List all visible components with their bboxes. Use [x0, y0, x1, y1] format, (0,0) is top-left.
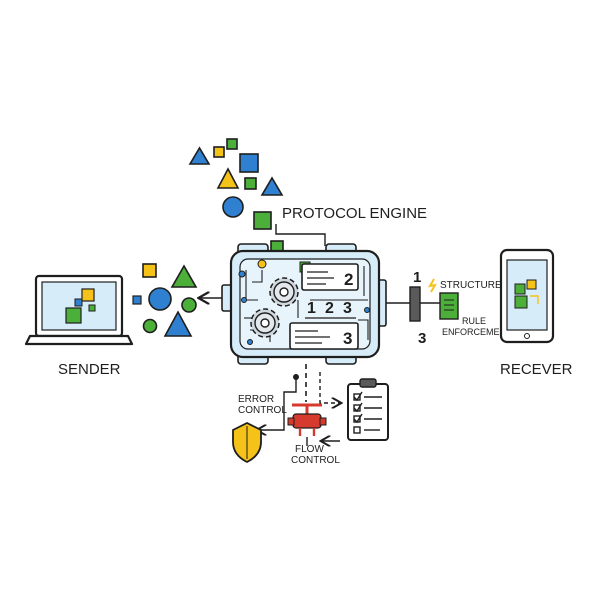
gear-icon: [250, 308, 280, 338]
yellow-triangle-shape: [216, 167, 240, 189]
blue-circle-shape: [148, 287, 172, 311]
spark-icon: [428, 278, 437, 293]
yellow-square-shape: [81, 288, 95, 302]
flow-control-label-2: CONTROL: [291, 455, 340, 466]
circuit-node: [247, 339, 253, 345]
output-gate: [409, 286, 421, 322]
engine-card-top-number: 2: [344, 270, 353, 289]
protocol-engine: 2 1 2 3 3: [221, 243, 387, 365]
blue-square-shape: [74, 298, 83, 307]
blue-triangle-shape: [163, 310, 193, 337]
green-square-shape: [244, 177, 257, 190]
receiver-phone: [499, 248, 555, 344]
circuit-node: [238, 270, 246, 278]
sequence-number: 3: [343, 300, 352, 317]
engine-to-error-line: [258, 374, 297, 430]
blue-triangle-shape: [188, 146, 211, 165]
blue-square-shape: [132, 295, 142, 305]
sequence-number: 2: [325, 300, 334, 317]
green-circle-shape: [181, 297, 197, 313]
checklist-clipboard-icon: [347, 378, 389, 441]
error-control-label-2: CONTROL: [238, 405, 287, 416]
rule-enforcement-label-1: RULE: [462, 316, 486, 326]
sender-laptop: [24, 274, 134, 346]
yellow-square-shape: [213, 146, 225, 158]
green-square-shape: [253, 211, 272, 230]
connector-dot: [293, 374, 299, 380]
engine-title-leader: [275, 224, 326, 246]
blue-square-shape: [239, 153, 259, 173]
output-marker-bottom: 3: [418, 330, 426, 347]
receiver-label: RECEVER: [500, 361, 573, 378]
engine-to-checklist-line: [319, 372, 340, 403]
structured-label: STRUCTURED: [440, 280, 509, 291]
green-square-shape: [514, 283, 526, 295]
circuit-node: [364, 307, 370, 313]
structured-document-icon: [439, 292, 459, 320]
green-square-shape: [226, 138, 238, 150]
green-square-shape: [88, 304, 96, 312]
phone-bracket: [530, 295, 539, 304]
green-triangle-shape: [170, 264, 198, 288]
floating-shapes-top: [188, 138, 284, 254]
error-control-label-1: ERROR: [238, 394, 274, 405]
output-marker-top: 1: [413, 269, 421, 286]
sequence-number: 1: [307, 300, 316, 317]
yellow-square-shape: [526, 279, 537, 290]
green-circle-shape: [142, 318, 158, 334]
blue-triangle-shape: [260, 176, 284, 196]
circuit-node: [257, 259, 267, 269]
green-square-shape: [514, 295, 528, 309]
circuit-node: [241, 297, 247, 303]
rule-enforcement-label-2: ENFORCEMENT: [442, 327, 512, 337]
floating-shapes-left: [132, 263, 198, 337]
phone-display: [506, 259, 548, 331]
gear-icon: [269, 277, 299, 307]
sender-label: SENDER: [58, 361, 121, 378]
engine-card-bottom-number: 3: [343, 329, 352, 348]
engine-title: PROTOCOL ENGINE: [282, 205, 427, 222]
yellow-square-shape: [142, 263, 157, 278]
laptop-base: [24, 334, 134, 346]
flow-control-label-1: FLOW: [295, 444, 324, 455]
flow-valve-icon: [287, 403, 327, 436]
phone-home-button: [524, 333, 530, 339]
green-square-shape: [65, 307, 82, 324]
blue-circle-shape: [222, 196, 244, 218]
